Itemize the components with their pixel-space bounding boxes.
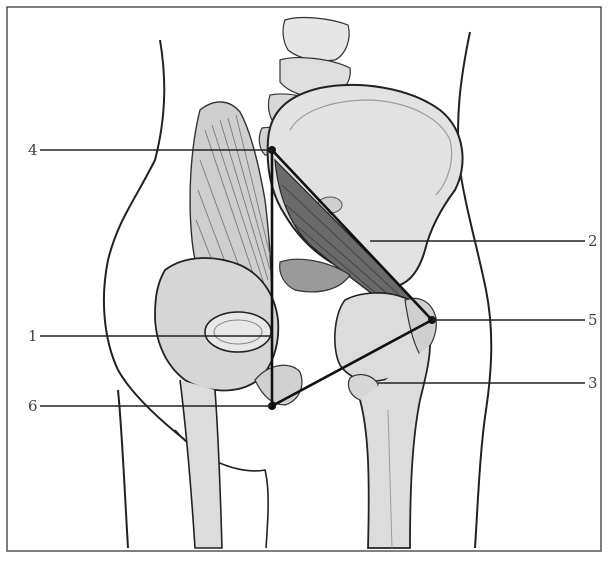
label-6: 6: [28, 397, 38, 415]
obturator-foramen: [205, 312, 271, 352]
thigh-contour-left: [118, 390, 128, 548]
body-contour-right: [458, 32, 491, 548]
label-4: 4: [28, 141, 38, 159]
body-contour-left: [104, 40, 185, 440]
label-3: 3: [588, 374, 598, 392]
label-2: 2: [588, 232, 598, 250]
femur-left: [180, 380, 222, 548]
label-1: 1: [28, 327, 38, 345]
label-5: 5: [588, 311, 598, 329]
